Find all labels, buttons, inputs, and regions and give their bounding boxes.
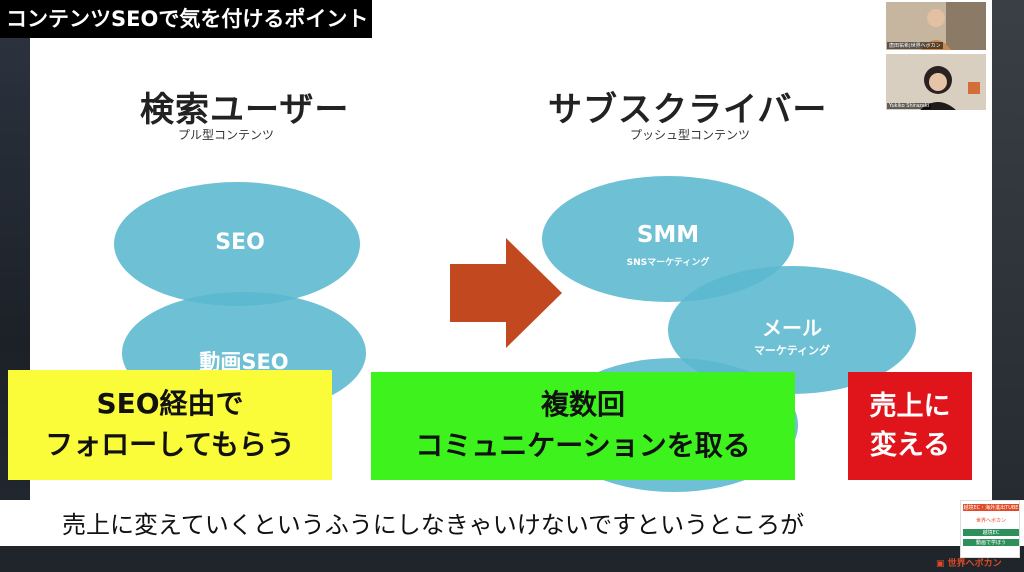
chat-bubble-icon: ▣ xyxy=(936,559,948,569)
callout-sales-line1: 売上に xyxy=(869,390,951,422)
background-left xyxy=(0,0,30,572)
ellipse-mail-label: メール xyxy=(762,316,822,340)
ellipse-smm-sublabel: SNSマーケティング xyxy=(626,258,710,268)
callout-follow: SEO経由で フォローしてもらう xyxy=(8,370,332,480)
callout-sales: 売上に 変える xyxy=(848,372,972,480)
bottom-strip xyxy=(0,546,1024,572)
participant-name-2: Yukiko Shirazaki xyxy=(887,103,932,109)
logo-line-1: 越境EC・海外進出TUBE xyxy=(963,504,1019,511)
ellipse-seo-label: SEO xyxy=(215,230,265,255)
ellipse-smm-label: SMM xyxy=(636,222,700,248)
logo-line-2: 世界へボカン xyxy=(975,518,1006,524)
background-right xyxy=(992,0,1024,572)
callout-follow-line1: SEO経由で xyxy=(96,387,244,421)
callout-follow-line2: フォローしてもらう xyxy=(45,428,295,461)
callout-communicate: 複数回 コミュニケーションを取る xyxy=(371,372,795,480)
logo-line-4: 動画で学ぼう xyxy=(963,539,1019,546)
subtitle-caption: 売上に変えていくというふうにしなきゃいけないですというところが xyxy=(62,511,805,539)
right-arrow-icon xyxy=(450,238,562,348)
slide-title-banner: コンテンツSEOで気を付けるポイント xyxy=(0,0,372,38)
participant-name-1: 唐田祐希|世界へボカン xyxy=(887,42,943,49)
left-subheading: プル型コンテンツ xyxy=(178,128,275,142)
right-subheading: プッシュ型コンテンツ xyxy=(630,128,751,142)
callout-sales-line2: 変える xyxy=(869,430,951,461)
callout-communicate-line2: コミュニケーションを取る xyxy=(415,429,751,462)
ellipse-seo xyxy=(114,182,360,306)
logo-line-3: 越境EC xyxy=(963,529,1019,536)
ellipse-mail-sublabel: マーケティング xyxy=(753,344,831,357)
participant-video-1[interactable]: 唐田祐希|世界へボカン xyxy=(884,0,988,52)
right-heading: サブスクライバー xyxy=(548,90,828,130)
channel-brand: ▣ 世界へボカン xyxy=(936,556,1002,569)
subtitle-bar xyxy=(0,500,1024,546)
channel-logo: 越境EC・海外進出TUBE 世界へボカン 越境EC 動画で学ぼう xyxy=(960,500,1020,558)
channel-brand-label: 世界へボカン xyxy=(947,559,1002,569)
participant-video-2[interactable]: Yukiko Shirazaki xyxy=(884,52,988,112)
left-heading: 検索ユーザー xyxy=(140,90,350,130)
person-icon xyxy=(886,54,986,110)
callout-communicate-line1: 複数回 xyxy=(540,388,625,422)
